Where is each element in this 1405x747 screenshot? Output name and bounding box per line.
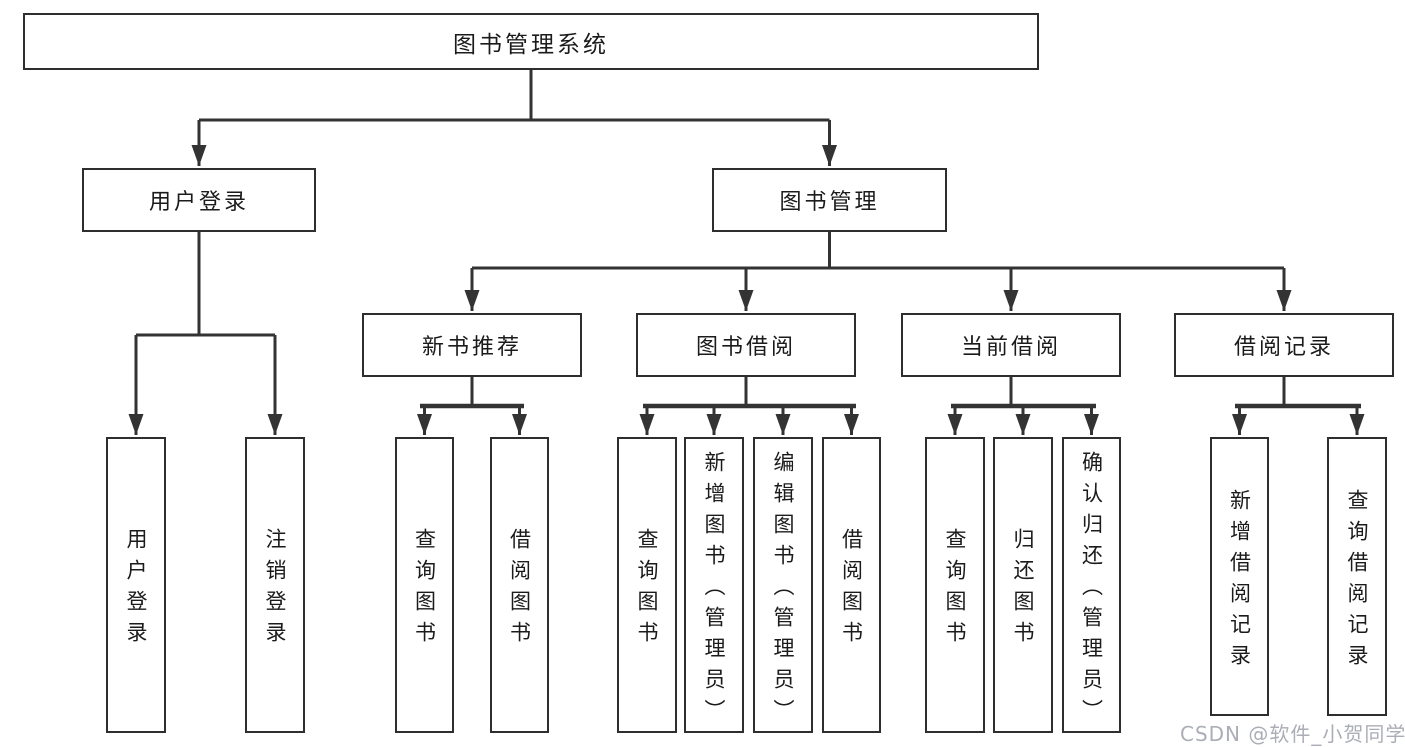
watermark: CSDN @软件_小贺同学 xyxy=(1180,722,1405,746)
leaf-edit-book-admin: 编辑图书（管理员） xyxy=(753,437,813,733)
leaf-borrow-books-2: 借阅图书 xyxy=(822,437,881,733)
connector-trunks xyxy=(136,70,1286,406)
node-current-borrow: 当前借阅 xyxy=(901,313,1121,377)
leaf-add-borrow-record: 新增借阅记录 xyxy=(1210,437,1269,716)
node-new-book-recommend-label: 新书推荐 xyxy=(421,335,522,360)
leaf-return-books: 归还图书 xyxy=(993,437,1053,733)
leaf-user-login: 用户登录 xyxy=(106,437,166,733)
leaf-borrow-books-recommend: 借阅图书 xyxy=(490,437,549,733)
leaf-add-book-admin: 新增图书（管理员） xyxy=(684,437,744,733)
node-borrow-records: 借阅记录 xyxy=(1174,313,1394,377)
node-current-borrow-label: 当前借阅 xyxy=(960,335,1061,360)
leaf-query-books-borrow: 查询图书 xyxy=(617,437,677,733)
node-book-borrow: 图书借阅 xyxy=(636,313,856,377)
node-borrow-records-label: 借阅记录 xyxy=(1233,335,1334,360)
leaf-logout: 注销登录 xyxy=(245,437,305,733)
node-book-management: 图书管理 xyxy=(712,168,947,232)
leaf-query-borrow-record: 查询借阅记录 xyxy=(1327,437,1387,716)
leaf-query-books-current: 查询图书 xyxy=(925,437,985,733)
leaf-query-books-recommend: 查询图书 xyxy=(395,437,454,733)
node-root-label: 图书管理系统 xyxy=(453,31,609,58)
node-user-login-label: 用户登录 xyxy=(148,190,249,215)
node-book-borrow-label: 图书借阅 xyxy=(695,335,796,360)
node-book-management-label: 图书管理 xyxy=(779,190,880,215)
node-new-book-recommend: 新书推荐 xyxy=(362,313,582,377)
connector-arrows xyxy=(128,120,1365,435)
node-user-login: 用户登录 xyxy=(82,168,316,232)
node-root: 图书管理系统 xyxy=(23,13,1039,70)
leaf-confirm-return-admin: 确认归还（管理员） xyxy=(1062,437,1121,733)
